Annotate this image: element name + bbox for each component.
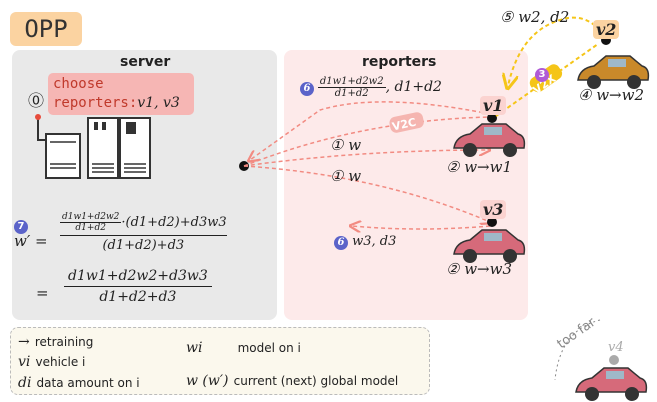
too-far-arc (554, 319, 601, 381)
legend-sym-di: di (18, 375, 32, 391)
reporters-line: reporters:v1, v3 (53, 95, 180, 111)
f1-num-rest: ·(d1+d2)+d3w3 (121, 215, 227, 230)
v3-dot (487, 217, 497, 227)
arrow-label-w3: 6 w3, d3 (334, 234, 396, 250)
f2-num: d1w1+d2w2+d3w3 (64, 268, 212, 287)
car-v2-step3-marker: 3 (535, 68, 549, 82)
step6-top-tail: , d1+d2 (385, 79, 442, 95)
car-v4-icon (575, 367, 648, 401)
step6-top-num: d1w1+d2w2 (317, 76, 386, 88)
car-v3-icon (453, 229, 526, 263)
legend-text-retraining: retraining (34, 335, 94, 349)
server-icon (35, 114, 151, 179)
legend-sym-arrow: → (18, 334, 30, 350)
formula-marker-badge: 7 (14, 220, 28, 234)
legend-sym-w: w (w′) (186, 373, 229, 389)
arrow-label-w2: ① w (330, 167, 362, 185)
formula-eq2: = (36, 284, 49, 302)
legend-text-global: current (next) global model (233, 374, 399, 388)
legend-item-vehicle: vi vehicle i (18, 351, 85, 370)
legend-sym-vi: vi (18, 354, 31, 370)
v2c-badge (389, 112, 424, 133)
car-v3-name: v3 (480, 200, 507, 219)
legend-box (10, 327, 430, 395)
car-v2-label: ④ w→w2 (578, 86, 645, 104)
car-v4-name: v4 (608, 340, 624, 355)
f1-inner-den: d1+d2 (75, 223, 106, 233)
step6-top-den: d1+d2 (334, 88, 369, 99)
car-v1-icon (453, 123, 526, 157)
v4-dot (609, 355, 619, 365)
reporters-panel (284, 50, 528, 320)
reporters-title: reporters (362, 54, 437, 70)
formula-marker: 7 (14, 214, 28, 234)
reporters-math: v1, v3 (137, 95, 180, 111)
choose-text: choose (53, 76, 104, 92)
legend-text-vehicle: vehicle i (35, 355, 86, 369)
step6-low-text: w3, d3 (352, 234, 397, 249)
f2-den: d1+d2+d3 (99, 289, 177, 305)
step0-marker: ⓪ (28, 91, 45, 110)
title-badge: OPP (10, 12, 82, 46)
arrow-server-v1-w (243, 150, 488, 167)
legend-item-retraining: → retraining (18, 331, 93, 350)
car-v2-top: ⑤ w2, d2 (500, 8, 570, 26)
car-v3-label: ② w→w3 (446, 260, 513, 278)
legend-item-model: wi model on i (186, 337, 301, 356)
f1-den: (d1+d2)+d3 (102, 238, 185, 253)
v1-dot (487, 113, 497, 123)
formula-lhs: w′ = (14, 232, 48, 250)
arrow-v3-server (352, 226, 491, 229)
step6-top-frac: d1w1+d2w2 d1+d2 (317, 76, 386, 99)
legend-item-data: di data amount on i (18, 372, 140, 391)
f1-inner-num: d1w1+d2w2 (60, 212, 122, 223)
car-v2-icon (577, 55, 650, 89)
step6-top-marker: 6 (300, 82, 314, 96)
step6-top: 6 d1w1+d2w2 d1+d2 , d1+d2 (300, 76, 442, 99)
legend-item-global: w (w′) current (next) global model (186, 370, 398, 389)
arrow-label-w1: ① w (330, 136, 362, 154)
formula-frac2: d1w1+d2w2+d3w3 d1+d2+d3 (64, 268, 212, 305)
step6-low-marker: 6 (334, 236, 348, 250)
legend-text-data: data amount on i (36, 376, 140, 390)
legend-text-model: model on i (237, 341, 301, 355)
arrow-server-v1 (243, 116, 491, 167)
choose-reporters-box: choose reporters:v1, v3 (48, 73, 194, 115)
legend-sym-wi: wi (186, 340, 203, 356)
arrow-v1-server (250, 101, 491, 160)
server-title: server (120, 54, 171, 70)
car-v1-name: v1 (480, 96, 507, 115)
car-v2-step3: 3 (535, 62, 549, 82)
formula-frac1: d1w1+d2w2 d1+d2 ·(d1+d2)+d3w3 (d1+d2)+d3 (60, 212, 227, 253)
car-v1-label: ② w→w1 (446, 158, 513, 176)
car-v2-name: v2 (593, 20, 620, 39)
